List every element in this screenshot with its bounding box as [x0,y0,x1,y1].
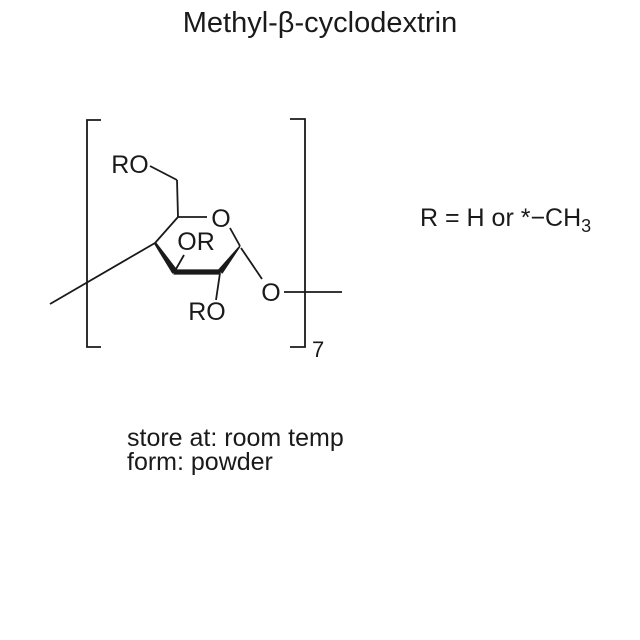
bracket-subscript: 7 [312,337,324,362]
bond-c5-to-c4 [154,216,179,244]
right-bracket [290,118,306,348]
bond-ring-o-to-c1 [229,227,241,247]
label-ro-bottom: RO [188,298,226,326]
wedge-bond-c2-c1 [217,245,241,274]
wedge-bond-c4-c3 [154,242,178,274]
storage-condition: store at: room temp [127,424,344,452]
label-ring-oxygen: O [211,205,230,233]
physical-form: form: powder [127,448,273,476]
bond-c3-to-or-mid [175,254,185,270]
label-ro-top: RO [111,151,149,179]
r-group-methyl-subscript: 3 [581,216,592,236]
compound-title: Methyl-β-cyclodextrin [182,7,458,39]
bond-c1-to-glycosidic-o [240,247,263,280]
r-group-definition: R = H or *−CH [420,204,582,232]
bond-or-top-to-c6 [149,165,178,181]
properties-block: store at: room temp form: powder [127,424,344,476]
label-glycosidic-oxygen: O [261,279,280,307]
r-group-legend: R = H or *−CH3 [420,204,592,236]
label-or-mid: OR [177,228,215,256]
bond-c4-to-chain [49,242,156,305]
bond-c2-to-ro-bottom [215,272,221,301]
bond-c6-to-c5 [176,179,179,218]
left-bracket [86,119,101,348]
